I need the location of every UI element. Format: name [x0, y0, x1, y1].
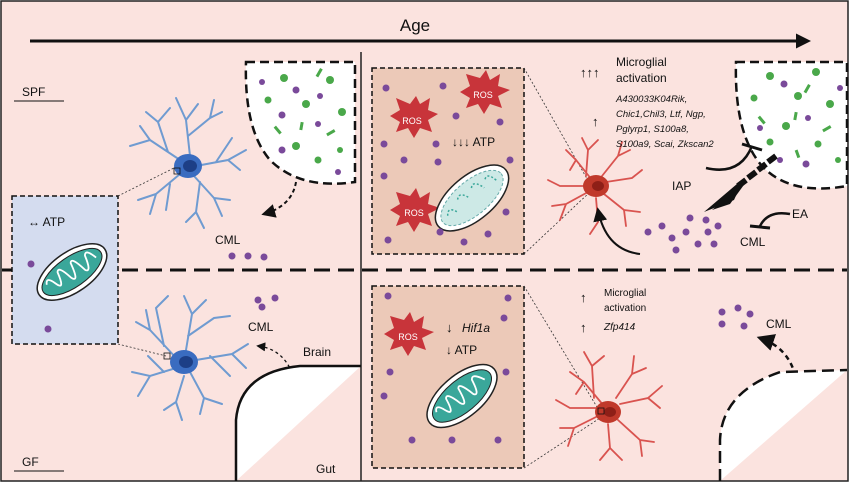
arrow-up-aged-gf-2: ↑	[580, 320, 587, 335]
ea-inhibition	[758, 212, 791, 227]
cml-leak-arrow-young-spf	[261, 181, 297, 218]
microglia-icon	[555, 351, 663, 461]
svg-text:ROS: ROS	[398, 332, 418, 342]
spf-label: SPF	[22, 85, 45, 99]
zoom-line	[117, 167, 175, 197]
svg-text:ROS: ROS	[404, 208, 424, 218]
microglia-icon	[131, 295, 249, 421]
hif-label: Hif1a	[462, 321, 490, 335]
cml-particle-icon	[380, 292, 512, 444]
microglia-icon	[547, 137, 643, 235]
arrow-up-aged-spf: ↑	[592, 114, 599, 129]
arrows-up-3: ↑↑↑	[580, 65, 600, 80]
arrow-up-aged-gf-1: ↑	[580, 290, 587, 305]
gene-line-1: A430033K04Rik,	[615, 94, 687, 105]
cml-label-aged-gf: CML	[766, 317, 792, 331]
mitochondrion-icon	[36, 243, 108, 301]
cml-particle-icon	[254, 294, 279, 311]
ea-label: EA	[792, 207, 808, 221]
cml-particle-icon	[380, 82, 514, 246]
zoom-box	[173, 167, 181, 175]
ros-burst-icon: ROS	[460, 70, 510, 114]
svg-text:ROS: ROS	[402, 116, 422, 126]
cml-label-aged-spf: CML	[740, 235, 766, 249]
age-label: Age	[400, 16, 430, 35]
hif-arrow: ↓	[446, 320, 453, 335]
gene-line-4: S100a9, Scai, Zkscan2	[616, 139, 714, 150]
iap-inhibition	[705, 145, 754, 171]
gene-line-3: Pglyrp1, S100a8,	[616, 124, 689, 135]
atp-label-aged-spf: ↓↓↓ ATP	[452, 135, 495, 149]
activation-line1-aged-gf: Microglial	[604, 288, 646, 299]
svg-text:ROS: ROS	[473, 90, 493, 100]
gut-label: Gut	[316, 462, 336, 476]
brain-label: Brain	[303, 345, 331, 359]
cml-particle-icon	[228, 252, 268, 261]
cml-leak-arrow-aged-gf	[756, 334, 800, 395]
gf-label: GF	[22, 455, 39, 469]
gut-aged-spf	[734, 60, 849, 190]
bacteria-icon	[264, 68, 346, 164]
ros-burst-icon: ROS	[390, 96, 438, 138]
microglia-icon	[129, 97, 247, 229]
activation-line1-aged-spf: Microglial	[616, 55, 667, 69]
cml-to-microglia-arrow	[593, 207, 641, 255]
gut-young-gf	[234, 364, 361, 481]
gut-aged-gf	[718, 368, 848, 481]
gene-label-aged-gf: Zfp414	[603, 322, 636, 333]
mitochondrion-icon	[426, 363, 498, 429]
ros-burst-icon: ROS	[390, 188, 440, 232]
mitochondrion-icon	[434, 164, 510, 232]
zoom-box	[597, 407, 605, 415]
bacteria-icon	[750, 68, 841, 163]
activation-line2-aged-spf: activation	[616, 71, 667, 85]
cml-particle-icon	[718, 304, 754, 330]
cml-label-young-gf: CML	[248, 320, 274, 334]
ros-burst-icon: ROS	[384, 312, 434, 356]
atp-label-young: ↔ ATP	[28, 215, 65, 229]
atp-label-aged-gf: ↓ ATP	[446, 343, 477, 357]
iap-label: IAP	[672, 179, 691, 193]
cml-particle-icon	[644, 214, 722, 254]
cml-label-young-spf: CML	[215, 233, 241, 247]
gene-line-2: Chic1,Chil3, Ltf, Ngp,	[616, 109, 706, 120]
activation-line2-aged-gf: activation	[604, 303, 646, 314]
zoom-box	[163, 352, 171, 360]
gut-young-spf	[244, 60, 357, 185]
